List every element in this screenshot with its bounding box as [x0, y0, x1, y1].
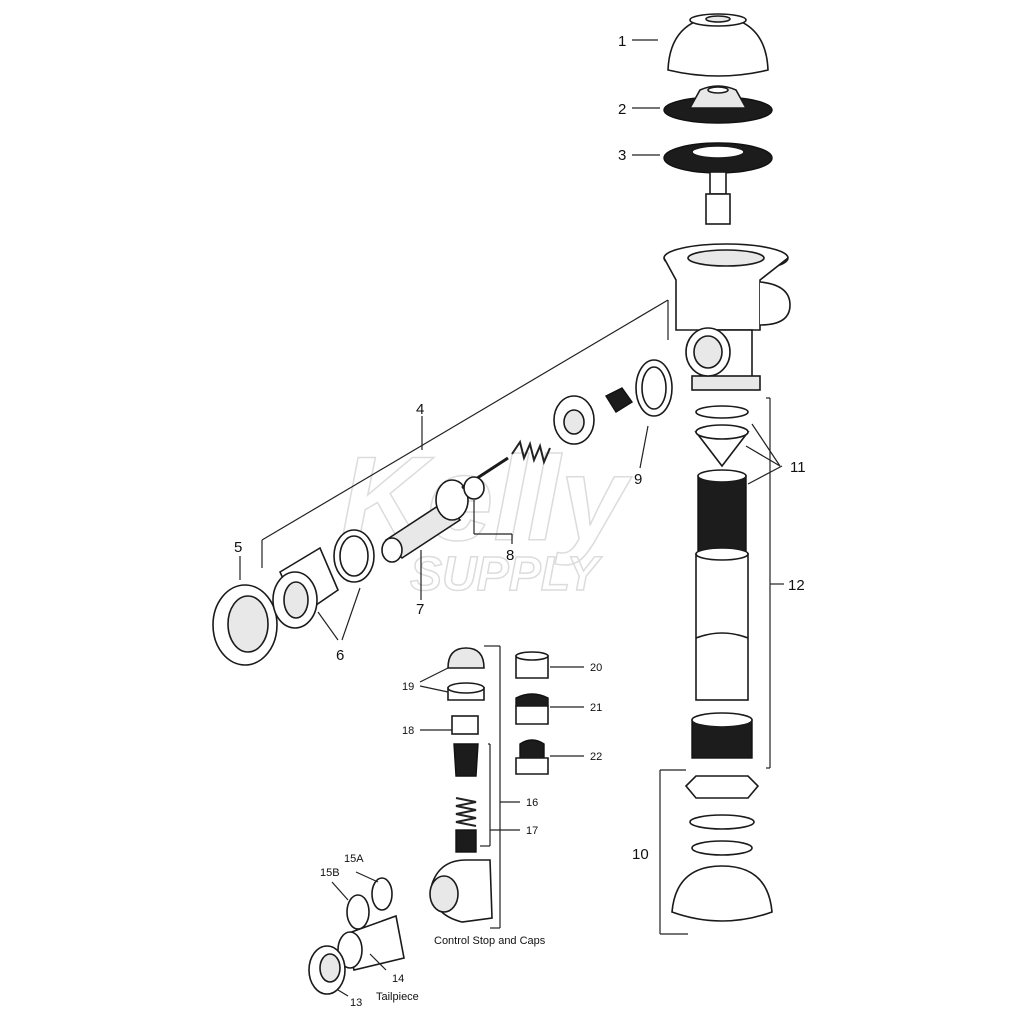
- label-19: 19: [402, 681, 414, 693]
- part-5-coupling-nut: [212, 584, 278, 666]
- label-11: 11: [790, 459, 806, 476]
- part-3-relief-valve-disc: [663, 142, 773, 225]
- label-14: 14: [392, 973, 404, 985]
- label-15a: 15A: [344, 853, 364, 865]
- label-5: 5: [234, 539, 242, 556]
- part-9-gasket: [635, 359, 673, 417]
- part-2-diaphragm: [663, 85, 773, 124]
- part-7-plunger: [381, 479, 469, 563]
- label-20: 20: [590, 662, 602, 674]
- label-6: 6: [336, 647, 344, 664]
- label-22: 22: [590, 751, 602, 763]
- caption-tailpiece: Tailpiece: [376, 991, 419, 1003]
- part-1-cover: [667, 13, 769, 77]
- part-6-socket-and-ring: [272, 529, 375, 629]
- label-1: 1: [618, 33, 626, 50]
- label-16: 16: [526, 797, 538, 809]
- label-7: 7: [416, 601, 424, 618]
- vacuum-breaker-stack: [671, 405, 773, 922]
- watermark-sub: SUPPLY: [410, 548, 602, 601]
- label-8: 8: [506, 547, 514, 564]
- label-18: 18: [402, 725, 414, 737]
- label-21: 21: [590, 702, 602, 714]
- label-17: 17: [526, 825, 538, 837]
- watermark: Kelly SUPPLY: [339, 431, 633, 602]
- label-9: 9: [634, 471, 642, 488]
- label-15b: 15B: [320, 867, 340, 879]
- label-13: 13: [350, 997, 362, 1009]
- part-8-bushing-spring: [461, 387, 634, 500]
- label-3: 3: [618, 147, 626, 164]
- label-12: 12: [788, 577, 805, 594]
- handle-assembly: [261, 299, 669, 568]
- callout-labels: 1 2 3 4 5 6 7 8 9 10 11 12 13 14 15A 15B…: [234, 33, 806, 1009]
- caption-control-stop: Control Stop and Caps: [434, 935, 546, 947]
- label-10: 10: [632, 846, 649, 863]
- control-stop-assembly: [308, 647, 493, 995]
- caps-20-21-22: [515, 651, 549, 775]
- label-4: 4: [416, 401, 424, 418]
- label-2: 2: [618, 101, 626, 118]
- valve-body: [663, 243, 791, 391]
